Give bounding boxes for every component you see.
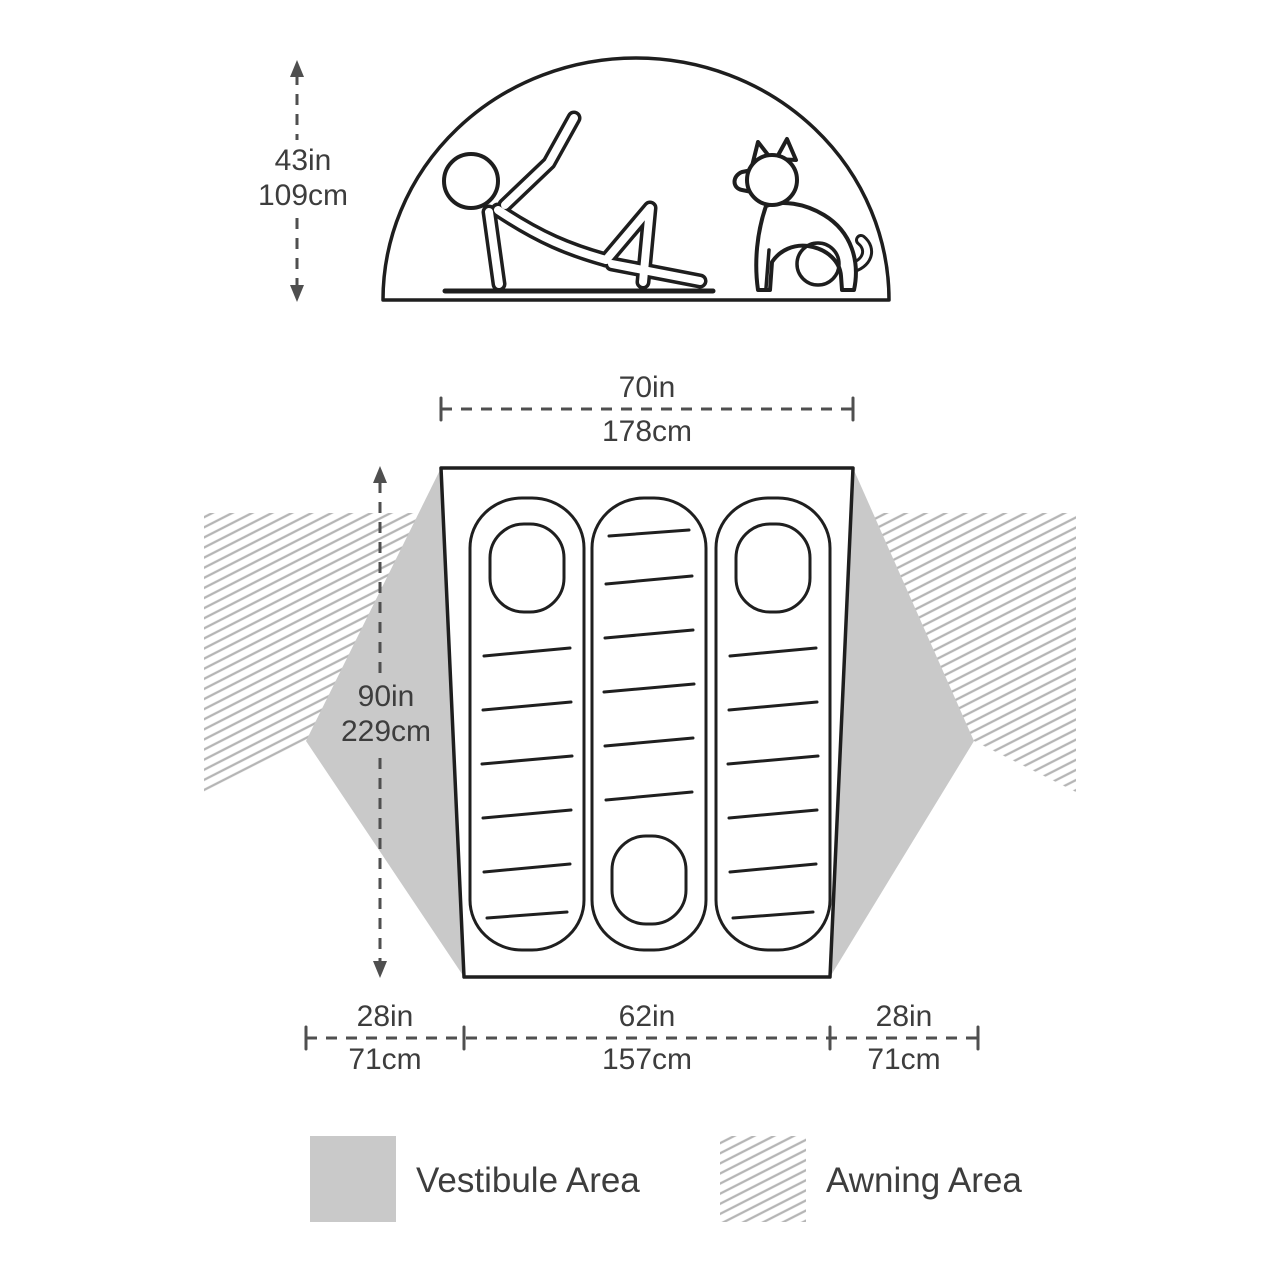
person-head [442, 152, 500, 210]
arrow-down-icon [290, 285, 304, 302]
bottom-center-cm-label: 157cm [602, 1043, 692, 1076]
bottom-width-dimension: 28in 71cm 62in 157cm 28in 71cm [304, 1000, 980, 1076]
length-dimension: 90in 229cm [341, 466, 431, 978]
person-limbs-inner [485, 114, 704, 288]
legend-awning-swatch [720, 1136, 806, 1222]
bottom-center-in-label: 62in [619, 1000, 676, 1033]
person-figure [442, 110, 716, 294]
height-in-label: 43in [275, 144, 332, 177]
dog-haunch [795, 241, 841, 287]
sleeping-bag-right [714, 496, 832, 952]
dog-front-leg [764, 248, 771, 290]
length-in-label: 90in [358, 680, 415, 713]
bottom-right-cm-label: 71cm [867, 1043, 940, 1076]
awning-areas [204, 513, 1076, 792]
tent-side-profile [381, 56, 891, 302]
top-width-cm-label: 178cm [602, 415, 692, 448]
dog-body [754, 201, 858, 292]
floor-plan: 70in 178cm 90in 229cm 28in 71cm 62in 157… [204, 371, 1076, 1076]
legend-vestibule-swatch [310, 1136, 396, 1222]
awning-area-right [848, 513, 1076, 792]
vestibule-area-right [830, 468, 974, 977]
sleeping-bag-middle [590, 496, 708, 952]
arrow-up-icon [373, 466, 387, 483]
awning-area-left [204, 513, 436, 792]
bottom-right-in-label: 28in [876, 1000, 933, 1033]
bottom-left-in-label: 28in [357, 1000, 414, 1033]
legend: Vestibule Area Awning Area [310, 1136, 1022, 1222]
arrow-down-icon [373, 961, 387, 978]
top-width-in-label: 70in [619, 371, 676, 404]
bottom-left-cm-label: 71cm [348, 1043, 421, 1076]
sleeping-bags [468, 496, 832, 952]
legend-vestibule-label: Vestibule Area [416, 1161, 640, 1200]
dog-figure [732, 137, 874, 292]
height-cm-label: 109cm [258, 179, 348, 212]
vestibule-areas [306, 468, 974, 977]
top-width-dimension: 70in 178cm [439, 371, 855, 448]
length-cm-label: 229cm [341, 715, 431, 748]
dog-head [745, 153, 799, 207]
vestibule-area-left [306, 468, 464, 977]
sleeping-bag-left [468, 496, 586, 952]
height-dimension: 43in 109cm [258, 60, 348, 302]
legend-awning-label: Awning Area [826, 1161, 1022, 1200]
arrow-up-icon [290, 60, 304, 77]
